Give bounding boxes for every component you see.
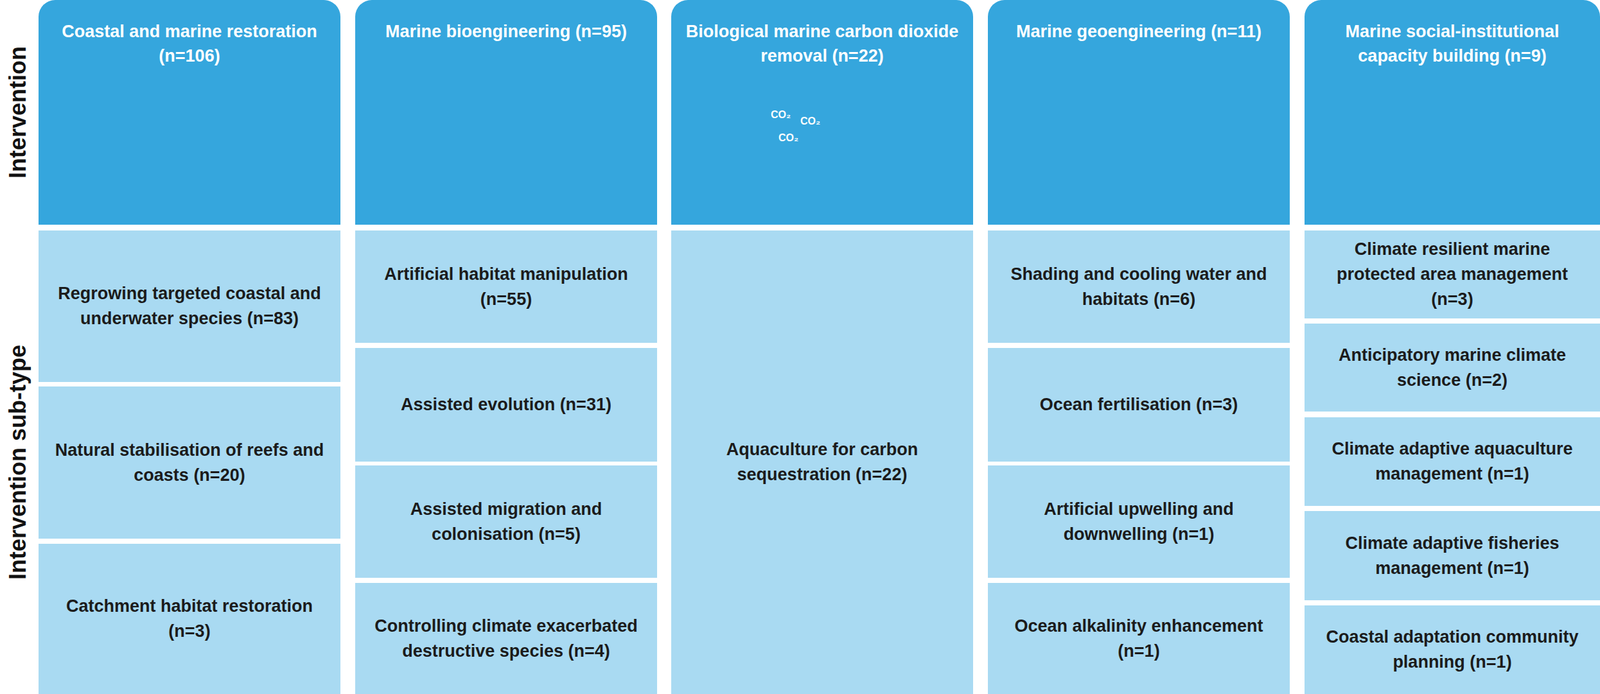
subtype-label: Climate resilient marine protected area … <box>1316 237 1589 313</box>
subtype-label: Anticipatory marine climate science (n=2… <box>1316 342 1589 394</box>
intervention-header: Marine geoengineering (n=11) <box>987 0 1290 225</box>
subtype-label: Controlling climate exacerbated destruct… <box>366 614 646 665</box>
row-label: Intervention sub-type <box>4 344 32 581</box>
subtype-label: Ocean fertilisation (n=3) <box>1039 392 1238 418</box>
subtype-label: Artificial habitat manipulation (n=55) <box>366 262 646 313</box>
subtype-label: Ocean alkalinity enhancement (n=1) <box>999 614 1279 665</box>
subtype-label: Climate adaptive aquaculture management … <box>1316 436 1589 487</box>
header-title: Marine bioengineering (n=95) <box>385 19 627 44</box>
header-title: Marine geoengineering (n=11) <box>1016 19 1262 44</box>
subtype-box: Climate adaptive aquaculture management … <box>1304 417 1600 507</box>
subtype-box: Assisted evolution (n=31) <box>355 348 658 462</box>
subtype-label: Assisted migration and colonisation (n=5… <box>366 497 646 548</box>
intervention-header: Biological marine carbon dioxide removal… <box>671 0 974 225</box>
subtype-label: Catchment habitat restoration (n=3) <box>50 594 329 645</box>
subtype-box: Artificial upwelling and downwelling (n=… <box>987 465 1290 579</box>
subtype-box: Catchment habitat restoration (n=3) <box>38 544 341 694</box>
co2-label: CO₂ <box>770 109 791 121</box>
row-label: Intervention <box>4 46 32 179</box>
subtype-box: Natural stabilisation of reefs and coast… <box>38 386 341 539</box>
subtype-box: Anticipatory marine climate science (n=2… <box>1304 323 1600 412</box>
subtype-label: Climate adaptive fisheries management (n… <box>1316 531 1589 582</box>
subtype-box: Artificial habitat manipulation (n=55) <box>355 230 658 343</box>
co2-label: CO₂ <box>800 115 821 128</box>
intervention-header: Coastal and marine restoration (n=106) <box>38 0 341 225</box>
intervention-header: Marine bioengineering (n=95) <box>355 0 658 225</box>
intervention-header: Marine social-institutional capacity bui… <box>1304 0 1600 225</box>
subtype-box: Ocean fertilisation (n=3) <box>987 348 1290 462</box>
subtype-label: Shading and cooling water and habitats (… <box>999 262 1279 313</box>
subtype-box: Ocean alkalinity enhancement (n=1) <box>987 583 1290 694</box>
subtype-box: Shading and cooling water and habitats (… <box>987 230 1290 343</box>
subtype-label: Coastal adaptation community planning (n… <box>1316 624 1589 676</box>
subtype-label: Natural stabilisation of reefs and coast… <box>50 438 329 489</box>
subtype-box: Coastal adaptation community planning (n… <box>1304 605 1600 694</box>
subtype-label: Regrowing targeted coastal and underwate… <box>50 281 329 332</box>
subtype-label: Artificial upwelling and downwelling (n=… <box>999 497 1279 548</box>
subtype-box: Assisted migration and colonisation (n=5… <box>355 465 658 579</box>
co2-label: CO₂ <box>778 132 799 144</box>
subtype-box: Climate adaptive fisheries management (n… <box>1304 511 1600 601</box>
subtype-box: Climate resilient marine protected area … <box>1304 230 1600 319</box>
subtype-box: Aquaculture for carbon sequestration (n=… <box>671 230 974 694</box>
header-title: Marine social-institutional capacity bui… <box>1317 19 1588 69</box>
subtype-label: Assisted evolution (n=31) <box>400 392 612 418</box>
subtype-label: Aquaculture for carbon sequestration (n=… <box>682 437 962 488</box>
header-title: Biological marine carbon dioxide removal… <box>684 19 961 69</box>
header-title: Coastal and marine restoration (n=106) <box>51 19 328 69</box>
subtype-box: Controlling climate exacerbated destruct… <box>355 583 658 694</box>
subtype-box: Regrowing targeted coastal and underwate… <box>38 230 341 383</box>
